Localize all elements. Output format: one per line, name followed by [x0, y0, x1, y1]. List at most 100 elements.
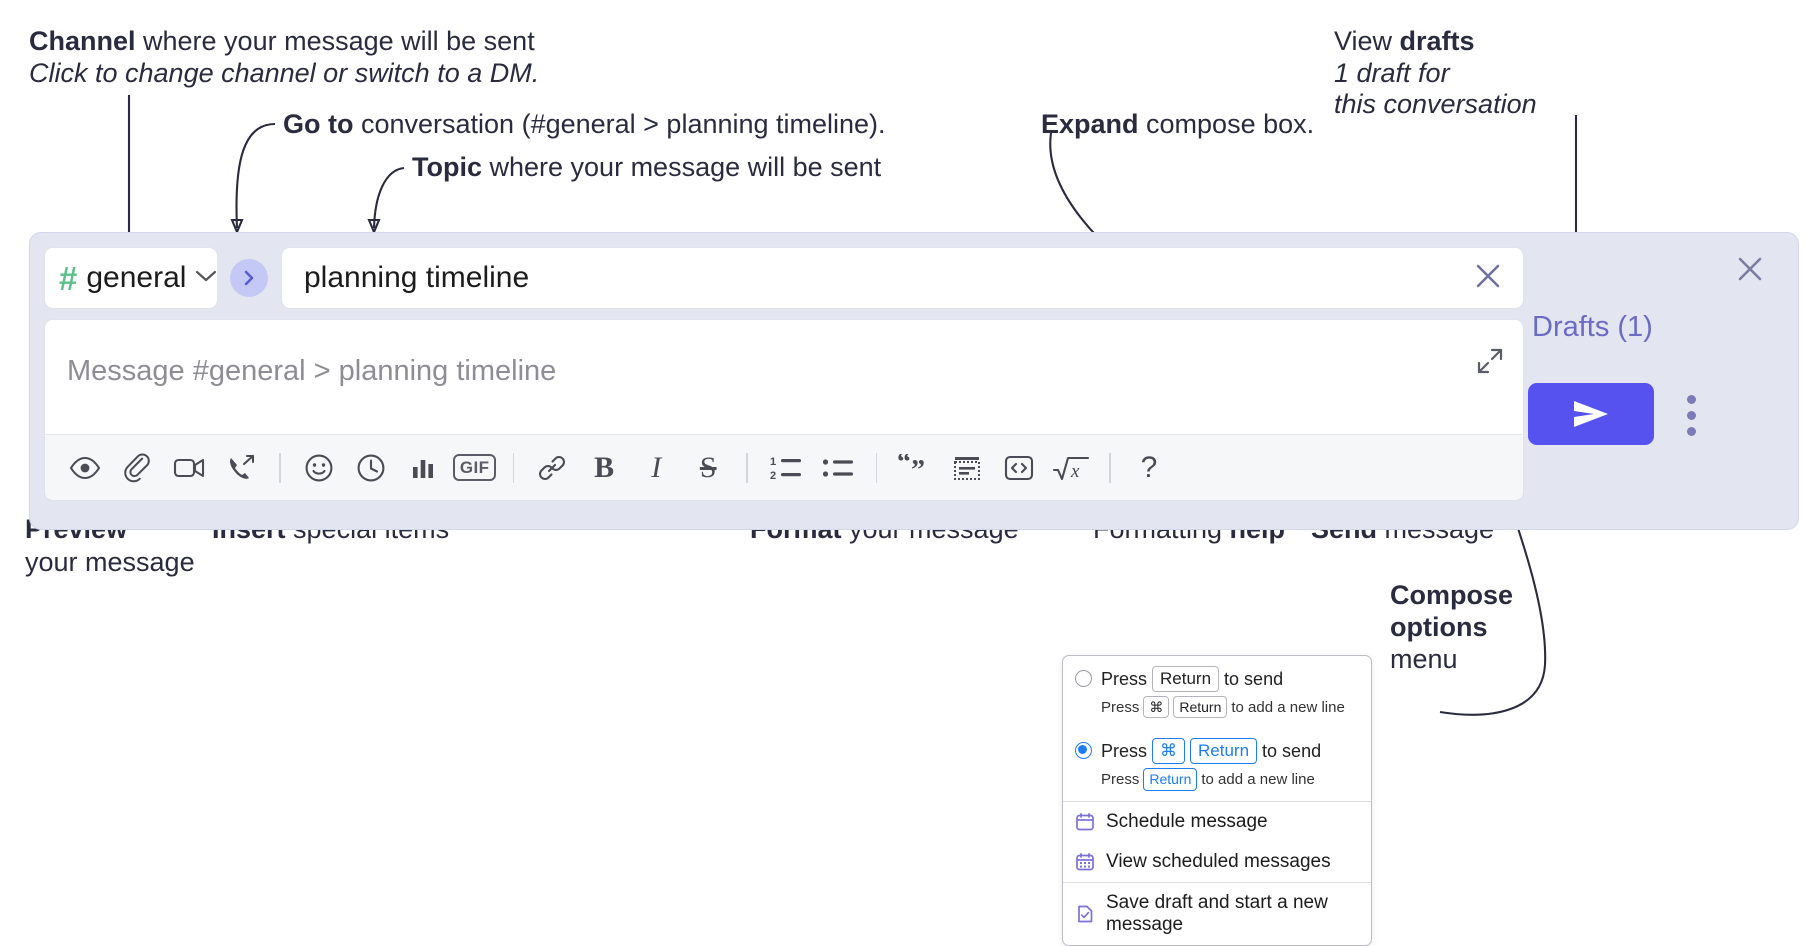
- drafts-link[interactable]: Drafts (1): [1532, 311, 1653, 343]
- calendar-schedule-icon: [1075, 812, 1095, 832]
- new-line-label: to add a new line: [1231, 698, 1345, 716]
- go-to-conversation-button[interactable]: [230, 259, 268, 297]
- annotation-options-line2: options: [1390, 610, 1487, 646]
- compose-main-column: # general planning timeline Message #gen…: [44, 247, 1524, 501]
- bold-icon[interactable]: B: [578, 442, 630, 494]
- annotation-options-line3: menu: [1390, 642, 1458, 678]
- to-send-label: to send: [1224, 668, 1284, 689]
- annotation-drafts-sub1-text: 1 draft for: [1334, 58, 1450, 88]
- menu-item-label: Schedule message: [1106, 810, 1268, 832]
- key-return: Return: [1190, 738, 1258, 765]
- annotation-topic-rest: where your message will be sent: [482, 152, 882, 182]
- close-icon[interactable]: [1471, 259, 1505, 298]
- compose-options-button[interactable]: [1676, 391, 1706, 439]
- topic-input[interactable]: planning timeline: [281, 247, 1524, 309]
- compose-panel: # general planning timeline Message #gen…: [29, 232, 1799, 530]
- annotation-topic-bold: Topic: [412, 152, 482, 182]
- video-camera-icon[interactable]: [163, 442, 215, 494]
- send-option-cmd-return[interactable]: Press ⌘ Return to send: [1063, 728, 1371, 766]
- topic-value: planning timeline: [304, 261, 530, 294]
- italic-icon[interactable]: I: [630, 442, 682, 494]
- annotation-expand-rest: compose box.: [1138, 109, 1315, 139]
- svg-text:”: ”: [911, 455, 925, 482]
- annotation-drafts-lead: View: [1334, 26, 1400, 56]
- new-line-label: to add a new line: [1201, 770, 1315, 788]
- link-icon[interactable]: [526, 442, 578, 494]
- svg-text:1: 1: [770, 456, 776, 468]
- audio-call-icon[interactable]: [215, 442, 267, 494]
- help-question-icon[interactable]: ?: [1123, 442, 1175, 494]
- key-return: Return: [1143, 768, 1198, 791]
- channel-selector-button[interactable]: # general: [44, 247, 218, 309]
- annotation-channel: Channel where your message will be sent: [29, 24, 535, 60]
- inline-code-icon[interactable]: [993, 442, 1045, 494]
- press-label: Press: [1101, 698, 1140, 716]
- poll-bar-chart-icon[interactable]: [397, 442, 449, 494]
- toolbar-divider: [746, 452, 748, 483]
- math-sqrt-icon[interactable]: x: [1045, 442, 1097, 494]
- annotation-drafts-sub2-text: this conversation: [1334, 89, 1537, 119]
- send-option-cmd-return-line: Press ⌘ Return to send: [1101, 738, 1321, 765]
- toolbar-divider: [1109, 452, 1111, 483]
- svg-text:x: x: [1070, 461, 1080, 482]
- message-placeholder: Message #general > planning timeline: [67, 355, 557, 387]
- strike-label: S: [699, 450, 717, 484]
- save-draft-icon: [1075, 904, 1095, 924]
- annotation-channel-sub-text: Click to change channel or switch to a D…: [29, 58, 540, 88]
- attach-paperclip-icon[interactable]: [111, 442, 163, 494]
- menu-item-label: Save draft and start a new message: [1106, 891, 1328, 935]
- close-compose-icon[interactable]: [1732, 251, 1768, 292]
- gif-icon[interactable]: GIF: [449, 442, 501, 494]
- send-button[interactable]: [1528, 383, 1654, 445]
- menu-divider: [1063, 881, 1371, 883]
- message-input-box[interactable]: Message #general > planning timeline: [44, 319, 1524, 501]
- calendar-grid-icon: [1075, 852, 1095, 872]
- menu-item-schedule-message[interactable]: Schedule message: [1063, 802, 1371, 842]
- send-option-cmd-return-sub: Press Return to add a new line: [1063, 766, 1371, 800]
- blockquote-icon[interactable]: “ ”: [889, 442, 941, 494]
- send-option-return[interactable]: Press Return to send: [1063, 656, 1371, 694]
- bulleted-list-icon[interactable]: [812, 442, 864, 494]
- annotation-options-line1: Compose: [1390, 578, 1513, 614]
- annotation-preview-sub-text: your message: [25, 547, 195, 577]
- annotation-options-rest: menu: [1390, 644, 1458, 674]
- code-block-icon[interactable]: [941, 442, 993, 494]
- emoji-smiley-icon[interactable]: [293, 442, 345, 494]
- expand-compose-icon[interactable]: [1475, 346, 1505, 381]
- annotation-drafts-bold: drafts: [1399, 26, 1475, 56]
- annotation-channel-sub: Click to change channel or switch to a D…: [29, 56, 539, 92]
- preview-icon[interactable]: [59, 442, 111, 494]
- annotation-options-bold1: Compose: [1390, 580, 1514, 610]
- annotation-channel-bold: Channel: [29, 26, 136, 56]
- ordered-list-icon[interactable]: 1 2: [760, 442, 812, 494]
- menu-item-view-scheduled[interactable]: View scheduled messages: [1063, 842, 1371, 882]
- annotation-channel-rest: where your message will be sent: [135, 26, 535, 56]
- annotation-goto: Go to conversation (#general > planning …: [283, 107, 886, 143]
- menu-item-label: View scheduled messages: [1106, 850, 1331, 872]
- send-paper-plane-icon: [1574, 401, 1608, 427]
- annotation-goto-bold: Go to: [283, 109, 354, 139]
- chevron-down-icon: [195, 269, 217, 288]
- press-label: Press: [1101, 770, 1140, 788]
- menu-item-save-draft[interactable]: Save draft and start a new message: [1063, 883, 1371, 945]
- annotation-expand-bold: Expand: [1041, 109, 1139, 139]
- menu-divider: [1063, 800, 1371, 802]
- press-label: Press: [1101, 668, 1148, 689]
- radio-return[interactable]: [1075, 670, 1092, 687]
- toolbar-divider: [279, 452, 281, 483]
- radio-cmd-return[interactable]: [1075, 742, 1092, 760]
- annotation-options-bold2: options: [1390, 612, 1488, 642]
- kebab-dot: [1686, 426, 1696, 436]
- italic-label: I: [651, 450, 662, 484]
- formatting-toolbar: GIF B I S: [45, 434, 1523, 500]
- kebab-dot: [1686, 394, 1696, 404]
- strikethrough-icon[interactable]: S: [682, 442, 734, 494]
- key-command: ⌘: [1152, 738, 1186, 765]
- kebab-dot: [1686, 410, 1696, 420]
- key-return: Return: [1173, 696, 1228, 719]
- svg-text:2: 2: [770, 470, 776, 482]
- send-option-return-sub: Press ⌘ Return to add a new line: [1063, 694, 1371, 728]
- clock-icon[interactable]: [345, 442, 397, 494]
- svg-text:“: “: [897, 454, 911, 478]
- send-option-return-line: Press Return to send: [1101, 666, 1284, 693]
